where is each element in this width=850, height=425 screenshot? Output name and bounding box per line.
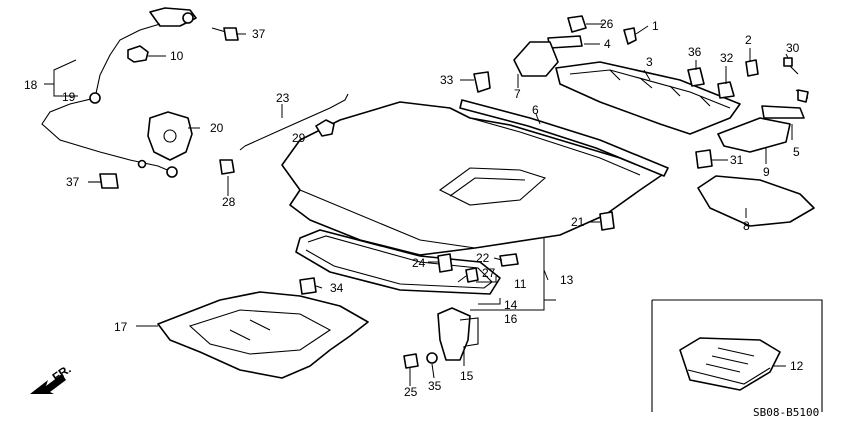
label-37-top: 37 (252, 27, 266, 41)
under-cover (157, 291, 369, 379)
label-18: 18 (24, 78, 38, 92)
label-22: 22 (476, 251, 490, 265)
label-1: 1 (652, 19, 659, 33)
bolt-30 (783, 57, 809, 103)
label-23: 23 (276, 91, 290, 105)
label-35: 35 (428, 379, 442, 393)
diagram-code: SB08-B5100 (753, 406, 819, 419)
label-26: 26 (600, 17, 614, 31)
cover-8 (697, 175, 815, 227)
label-3: 3 (646, 55, 653, 69)
seal-4 (547, 35, 583, 49)
label-32: 32 (720, 51, 734, 65)
callout-labels: 1 2 3 4 5 6 7 8 9 10 11 12 13 14 15 16 1… (24, 17, 804, 399)
label-8: 8 (743, 219, 750, 233)
label-25: 25 (404, 385, 418, 399)
leader-lines (44, 23, 793, 386)
hood-lock (147, 111, 193, 161)
washer-35 (426, 352, 438, 364)
label-33: 33 (440, 73, 454, 87)
label-6: 6 (532, 103, 539, 117)
label-11: 11 (514, 277, 527, 291)
hood-seal-strip (459, 99, 669, 177)
label-13: 13 (560, 273, 574, 287)
label-7: 7 (514, 87, 521, 101)
rod-holder (315, 119, 335, 137)
hood-hinge (437, 307, 479, 361)
label-24: 24 (412, 256, 426, 270)
hood-release-cable (41, 7, 197, 178)
label-15: 15 (460, 369, 474, 383)
label-36: 36 (688, 45, 702, 59)
seal-5 (761, 105, 805, 119)
rubber-bumper (219, 159, 235, 175)
label-5: 5 (793, 145, 800, 159)
hood-support-rod (239, 93, 349, 151)
label-20: 20 (210, 121, 224, 135)
label-30: 30 (786, 41, 800, 55)
bracket-7 (513, 41, 559, 77)
cable-clip (127, 45, 149, 63)
clip-1 (623, 27, 637, 45)
clip-32 (717, 81, 735, 99)
screw-bottom (88, 173, 119, 189)
clip-22 (499, 253, 519, 267)
cover-9 (717, 117, 791, 153)
grommet-24 (437, 253, 453, 273)
label-19: 19 (62, 90, 76, 104)
label-4: 4 (604, 37, 611, 51)
label-2: 2 (745, 33, 752, 47)
label-37-bottom: 37 (66, 175, 80, 189)
label-31: 31 (730, 153, 744, 167)
screw-top (211, 27, 239, 41)
clip-34 (299, 277, 317, 295)
bolt-25 (403, 353, 419, 369)
label-9: 9 (763, 165, 770, 179)
label-29: 29 (292, 131, 306, 145)
clip-27 (465, 267, 479, 283)
clip-2 (745, 59, 759, 77)
clip-33 (473, 71, 491, 93)
hood-seal-lower (295, 229, 501, 295)
label-10: 10 (170, 49, 184, 63)
label-14: 14 (504, 298, 518, 312)
clip-26 (567, 15, 587, 33)
label-12: 12 (790, 359, 804, 373)
label-17: 17 (114, 320, 128, 334)
label-34: 34 (330, 281, 344, 295)
label-28: 28 (222, 195, 236, 209)
label-27: 27 (482, 266, 496, 280)
cowl-top (555, 61, 741, 135)
clip-31 (695, 149, 713, 169)
inset-box (651, 299, 823, 412)
label-21: 21 (571, 215, 585, 229)
stopper-21 (599, 211, 615, 231)
label-16: 16 (504, 312, 518, 326)
front-direction-arrow (30, 374, 66, 394)
hood-panel (281, 101, 663, 256)
